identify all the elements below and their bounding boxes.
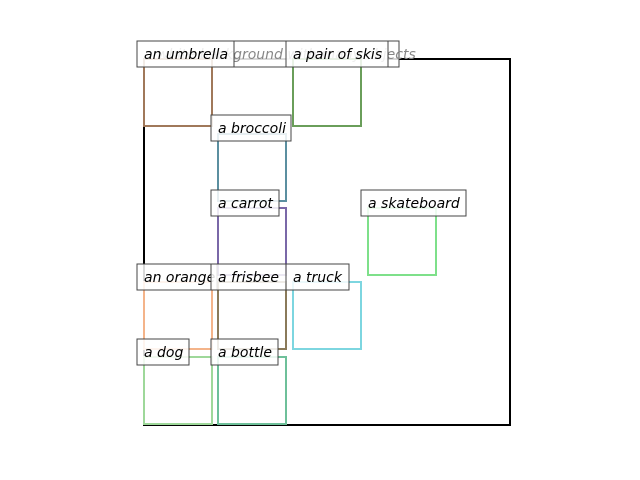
dog-label-text: a dog <box>144 345 183 361</box>
bottle-label: a bottle <box>210 338 279 366</box>
broccoli-label-text: a broccoli <box>218 121 286 137</box>
truck-label: a truck <box>285 263 350 291</box>
carrot-label: a carrot <box>210 189 280 217</box>
umbrella-label-text: an umbrella <box>144 47 228 63</box>
skateboard-box <box>367 207 437 276</box>
truck-label-text: a truck <box>293 270 343 286</box>
broccoli-label: a broccoli <box>210 114 292 142</box>
truck-box <box>292 281 362 350</box>
skateboard-label: a skateboard <box>360 189 467 217</box>
skis-box <box>292 58 362 127</box>
carrot-label-text: a carrot <box>218 196 273 212</box>
umbrella-box <box>143 58 213 127</box>
object-boxes <box>143 58 437 425</box>
umbrella-label: an umbrella <box>136 40 235 68</box>
bottle-label-text: a bottle <box>218 345 272 361</box>
dog-box <box>143 356 213 425</box>
dog-label: a dog <box>136 338 190 366</box>
frisbee-label: a frisbee <box>210 263 287 291</box>
orange-label-text: an orange <box>144 270 215 286</box>
frisbee-label-text: a frisbee <box>218 270 279 286</box>
skateboard-label-text: a skateboard <box>368 196 460 212</box>
skis-label-text: a pair of skis <box>293 47 382 63</box>
orange-label: an orange <box>136 263 218 291</box>
skis-label: a pair of skis <box>285 40 389 68</box>
object-labels: an umbrella a pair of skis a broccoli a car… <box>136 40 467 366</box>
scene-frame <box>143 58 511 426</box>
bottle-box <box>217 356 287 425</box>
